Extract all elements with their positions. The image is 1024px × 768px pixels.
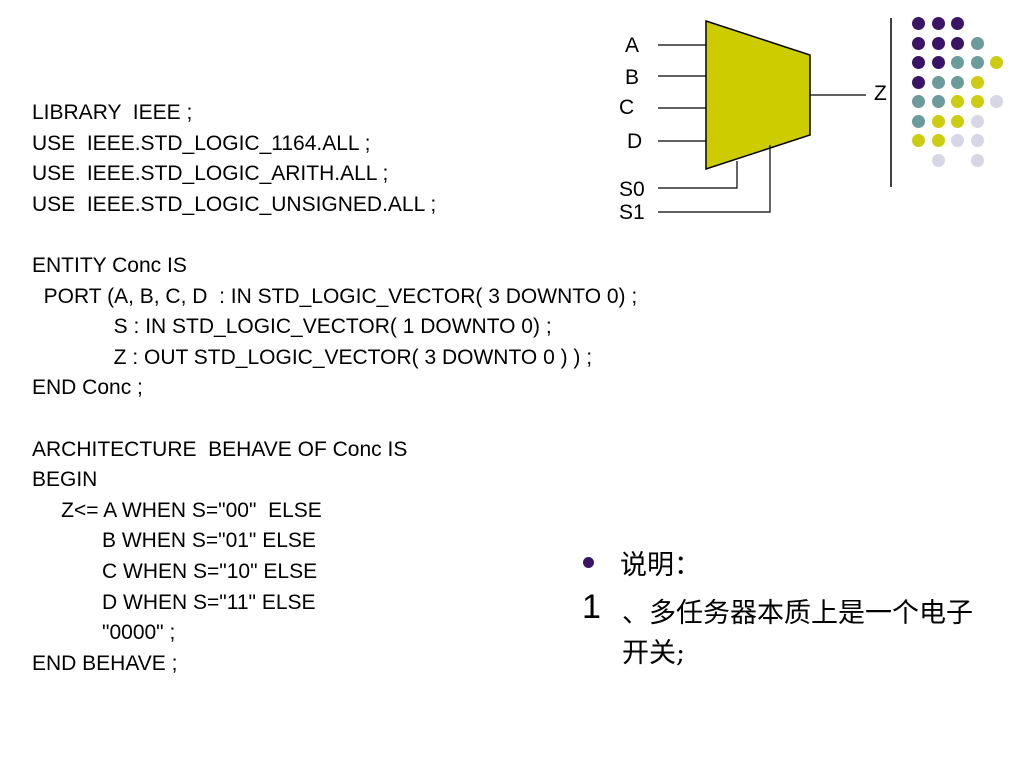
code-line: ENTITY Conc IS [32, 253, 187, 277]
decorative-dot [931, 95, 945, 108]
label-c: C [619, 96, 634, 119]
decorative-dot [951, 75, 964, 89]
code-line: USE IEEE.STD_LOGIC_ARITH.ALL ; [32, 162, 389, 186]
decorative-dot [931, 56, 945, 69]
label-s0: S0 [619, 178, 645, 201]
code-line: Z : OUT STD_LOGIC_VECTOR( 3 DOWNTO 0 ) )… [32, 345, 593, 369]
decorative-dot-grid [900, 12, 1020, 172]
decorative-dot [912, 134, 925, 147]
decorative-dot [931, 153, 945, 167]
code-line: USE IEEE.STD_LOGIC_1164.ALL ; [32, 131, 371, 155]
code-line: LIBRARY IEEE ; [32, 101, 193, 124]
decorative-dot [912, 56, 925, 69]
code-line [32, 404, 637, 435]
decorative-dot [951, 56, 964, 69]
decorative-dot [970, 153, 984, 167]
decorative-dot [970, 75, 984, 89]
select-s1-wire [658, 145, 771, 213]
decorative-dot [912, 17, 925, 30]
decorative-dot [951, 134, 964, 147]
label-d: D [627, 130, 642, 153]
mux-body [705, 19, 811, 171]
code-line: USE IEEE.STD_LOGIC_UNSIGNED.ALL ; [32, 192, 437, 216]
decorative-dot [970, 114, 984, 128]
code-line: C WHEN S="10" ELSE [32, 559, 318, 583]
select-s0-wire [658, 161, 738, 189]
decorative-dot [990, 56, 1003, 69]
decorative-dot [912, 114, 925, 128]
item-text: 、多任务器本质上是一个电子开关; [622, 598, 973, 669]
decorative-dot [912, 95, 925, 108]
decorative-dot [970, 134, 984, 147]
decorative-dot [951, 17, 964, 30]
decorative-dot [951, 114, 964, 128]
item-number: 1 [582, 588, 601, 626]
code-line: Z<= A WHEN S="00" ELSE [32, 498, 322, 522]
label-b: B [625, 66, 639, 89]
label-a: A [625, 34, 639, 57]
decorative-dot [931, 36, 945, 50]
decorative-dot [951, 36, 964, 50]
label-z: Z [874, 82, 887, 105]
decorative-dot [951, 95, 964, 108]
code-line: B WHEN S="01" ELSE [32, 529, 316, 553]
bullet-text: 说明： [620, 550, 701, 581]
code-line: D WHEN S="11" ELSE [32, 590, 316, 614]
code-line: END Conc ; [32, 376, 143, 400]
decorative-dot [912, 36, 925, 50]
code-line: "0000" ; [32, 621, 176, 645]
code-line: END BEHAVE ; [32, 651, 178, 675]
decorative-dot [931, 134, 945, 147]
code-line: ARCHITECTURE BEHAVE OF Conc IS [32, 437, 408, 461]
decorative-dot [931, 75, 945, 89]
vhdl-code-block: LIBRARY IEEE ; USE IEEE.STD_LOGIC_1164.AL… [32, 98, 637, 679]
label-s1: S1 [619, 201, 645, 224]
decorative-dot [931, 114, 945, 128]
mux-diagram: A B C D S0 S1 Z [619, 18, 892, 224]
code-line: S : IN STD_LOGIC_VECTOR( 1 DOWNTO 0) ; [32, 315, 552, 339]
decorative-dot [970, 95, 984, 108]
code-line: PORT (A, B, C, D : IN STD_LOGIC_VECTOR( … [32, 284, 638, 308]
decorative-dot [912, 75, 925, 89]
code-line: BEGIN [32, 468, 98, 492]
decorative-dot [970, 36, 984, 50]
decorative-dot [990, 95, 1003, 108]
bullet-dot-icon [583, 557, 594, 568]
decorative-dot [970, 56, 984, 69]
decorative-dot [931, 17, 945, 30]
